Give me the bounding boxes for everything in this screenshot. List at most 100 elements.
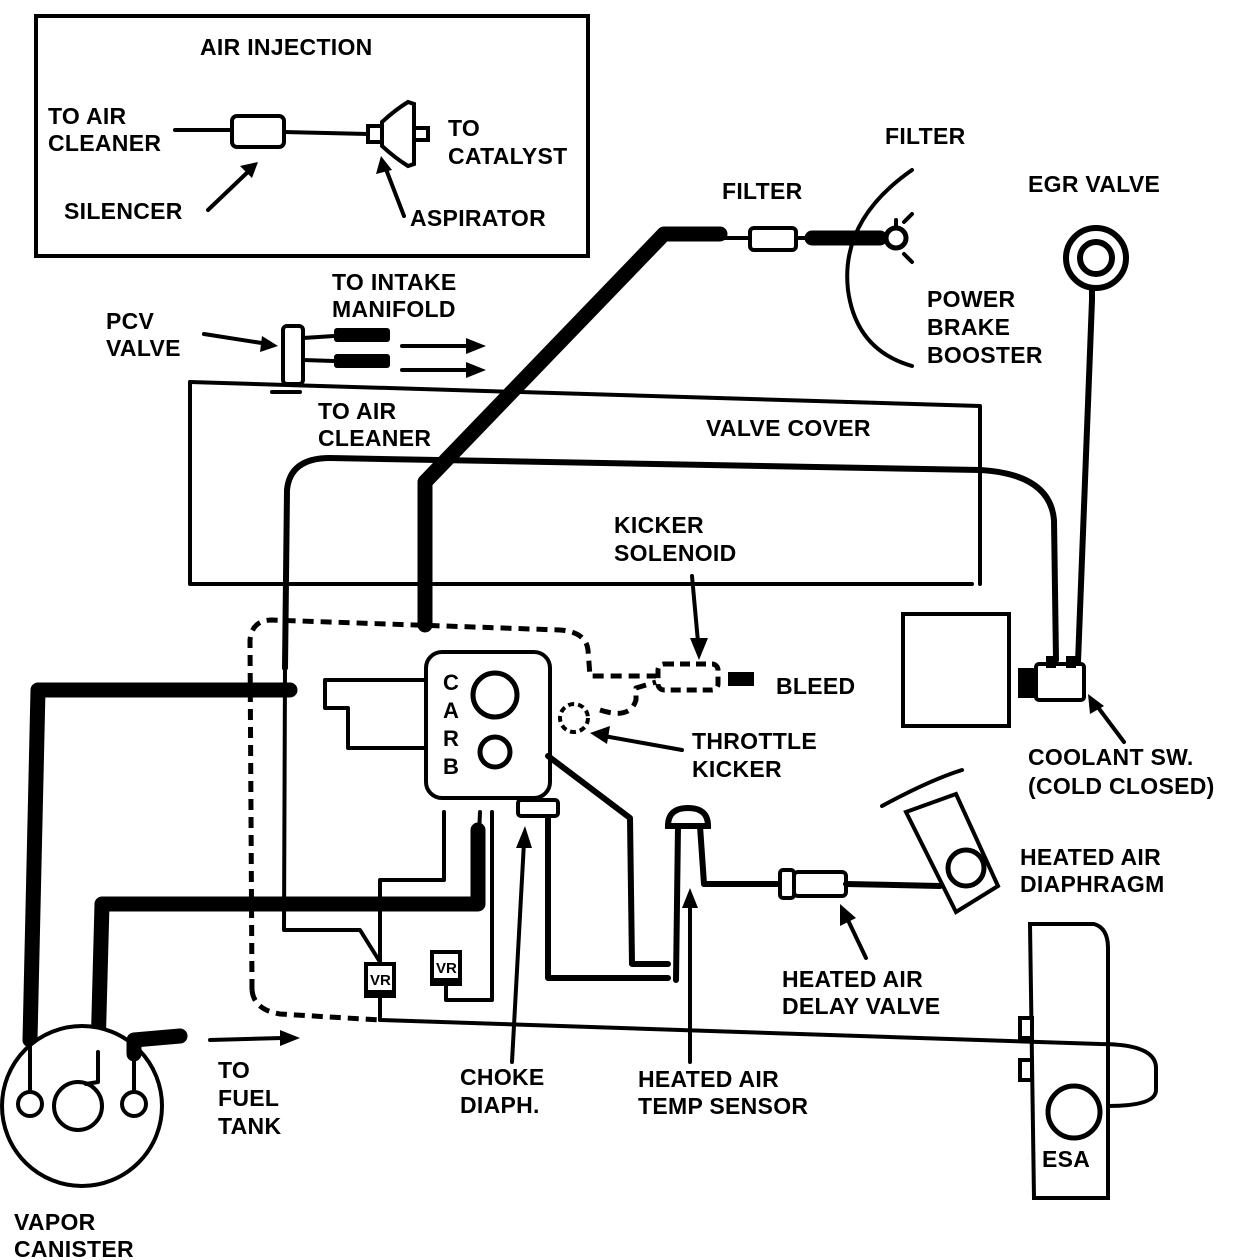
kicker-solenoid-label-1: KICKER — [614, 512, 704, 538]
valve-cover-loop-hose — [282, 455, 1059, 671]
carb-letter-a: A — [443, 698, 459, 723]
choke-diaph-group: CHOKE DIAPH. — [460, 826, 545, 1118]
vr-label-2: VR — [436, 960, 457, 977]
egr-group: EGR VALVE — [1028, 171, 1160, 665]
intake-manifold-label-1: TO INTAKE — [332, 269, 457, 295]
egr-hose — [1075, 285, 1095, 665]
esa-hose — [378, 1018, 1158, 1108]
pcv-hose-upper — [334, 328, 390, 342]
fuel-tank-arrow-head — [280, 1030, 300, 1046]
carb-letter-r: R — [443, 726, 459, 751]
heated-air-temp-sensor: HEATED AIR TEMP SENSOR — [638, 804, 808, 1119]
delay-valve-arrow-head — [840, 904, 856, 926]
pcv-air-cleaner-label-1: TO AIR — [318, 398, 397, 424]
choke-label-1: CHOKE — [460, 1064, 545, 1090]
pcv-label-1: PCV — [106, 308, 155, 334]
kicker-solenoid-label-2: SOLENOID — [614, 540, 737, 566]
canister-purge-hose — [22, 682, 298, 1048]
egr-valve-inner — [1077, 239, 1115, 277]
booster-filter-shape — [748, 226, 798, 252]
inset-aspirator-label: ASPIRATOR — [410, 205, 546, 231]
coolant-arrow-head — [1088, 694, 1104, 714]
throttle-kicker-label-2: KICKER — [692, 756, 782, 782]
bleed-label: BLEED — [776, 673, 855, 699]
delay-valve-label-1: HEATED AIR — [782, 966, 923, 992]
silencer-arrow-line — [206, 166, 254, 212]
valve-cover-label: VALVE COVER — [706, 415, 871, 441]
pcv-hose-lower — [334, 354, 390, 368]
kicker-dashed-hose — [247, 617, 656, 991]
aspirator-outlet — [412, 126, 430, 142]
temp-sensor-label-2: TEMP SENSOR — [638, 1093, 808, 1119]
egr-valve-label: EGR VALVE — [1028, 171, 1160, 197]
temp-sensor-arrow-head — [682, 888, 698, 908]
inset-silencer-label: SILENCER — [64, 198, 183, 224]
coolant-switch-nut — [1018, 668, 1038, 698]
choke-label-2: DIAPH. — [460, 1092, 540, 1118]
coolant-switch-body — [1034, 662, 1086, 702]
coolant-switch-label-2: (COLD CLOSED) — [1028, 773, 1215, 799]
pcv-valve-body — [281, 324, 305, 386]
fuel-tank-hose — [126, 1028, 188, 1062]
carb-spacer — [323, 678, 428, 750]
fuel-tank-label-2: FUEL — [218, 1085, 279, 1111]
pcv-group: TO INTAKE MANIFOLD PCV VALVE TO AIR CLEA… — [106, 269, 486, 451]
choke-arrow-head — [516, 826, 532, 848]
choke-diaphragm-body — [516, 798, 560, 818]
aspirator-body — [380, 99, 416, 169]
inset-hose-mid — [282, 130, 370, 136]
brake-booster-group: FILTER FILTER POWER BRAKE BOOSTER — [718, 123, 1043, 368]
carburetor-group: C A R B — [323, 650, 560, 818]
air-injection-inset: AIR INJECTION TO AIR CLEANER TO CATALYST… — [34, 14, 590, 258]
carb-secondary-bore — [477, 734, 513, 770]
temp-sensor-label-1: HEATED AIR — [638, 1066, 779, 1092]
heated-air-delay-valve: HEATED AIR DELAY VALVE — [778, 868, 943, 1019]
bleed-fitting — [728, 672, 754, 686]
booster-label-3: BOOSTER — [927, 342, 1043, 368]
inset-title: AIR INJECTION — [200, 34, 373, 60]
booster-check-valve — [883, 225, 909, 251]
vapor-canister-group: TO FUEL TANK VAPOR CANISTER — [0, 1024, 300, 1260]
inset-to-air-cleaner-2: CLEANER — [48, 130, 161, 156]
kicker-solenoid-shape — [655, 661, 721, 693]
esa-label: ESA — [1042, 1146, 1090, 1172]
throttle-kicker-label-1: THROTTLE — [692, 728, 817, 754]
carb-to-sensor-hose — [545, 753, 671, 967]
aspirator-nipple — [366, 124, 384, 144]
coolant-switch-group: COOLANT SW. (COLD CLOSED) — [901, 612, 1215, 799]
fuel-tank-label-3: TANK — [218, 1113, 281, 1139]
vapor-canister-label-2: CANISTER — [14, 1236, 134, 1260]
carb-body — [424, 650, 552, 800]
carb-letter-b: B — [443, 754, 459, 779]
vr2-hose — [444, 810, 494, 1002]
silencer-arrow-head — [240, 162, 258, 178]
pcv-air-cleaner-label-2: CLEANER — [318, 425, 431, 451]
manifold-arrow-2 — [466, 362, 486, 378]
fuel-tank-label-1: TO — [218, 1057, 250, 1083]
delay-valve-label-2: DELAY VALVE — [782, 993, 940, 1019]
heated-air-diaphragm: HEATED AIR DIAPHRAGM — [880, 768, 1165, 915]
valve-cover: VALVE COVER — [188, 380, 982, 586]
throttle-kicker-circle — [558, 702, 590, 734]
booster-arc — [845, 168, 914, 368]
aspirator-arrow-head — [376, 156, 392, 174]
diaphragm-label-2: DIAPHRAGM — [1020, 871, 1165, 897]
diaphragm-label-1: HEATED AIR — [1020, 844, 1161, 870]
canister-vent-hose — [90, 822, 486, 1060]
pcv-label-2: VALVE — [106, 335, 181, 361]
vr1-hose — [378, 810, 446, 964]
carb-primary-bore — [470, 670, 520, 720]
carb-letter-c: C — [443, 670, 459, 695]
booster-label-2: BRAKE — [927, 314, 1010, 340]
inset-frame — [34, 14, 590, 258]
inset-to-catalyst-1: TO — [448, 115, 480, 141]
inset-to-air-cleaner-1: TO AIR — [48, 103, 127, 129]
filter-left-label: FILTER — [722, 178, 803, 204]
vr-label-1: VR — [370, 972, 391, 989]
pcv-arrow-line — [202, 332, 270, 346]
filter-top-label: FILTER — [885, 123, 966, 149]
vapor-canister-label-1: VAPOR — [14, 1209, 96, 1235]
pcv-arrow-head — [260, 336, 278, 352]
